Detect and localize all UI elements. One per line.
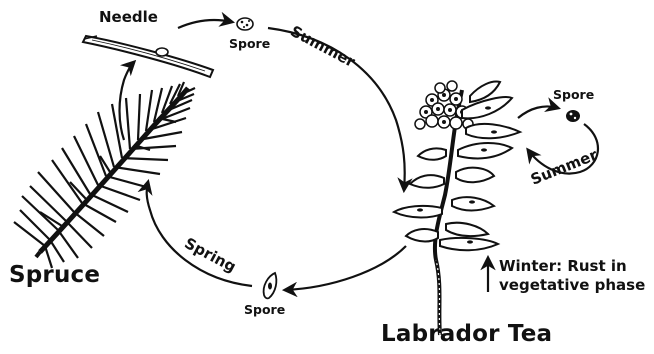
winter-label-line1: Winter: Rust in <box>499 257 645 276</box>
winter-label-line2: vegetative phase <box>499 276 645 295</box>
spore-right-illustration <box>566 110 580 122</box>
spore-bottom-label: Spore <box>244 302 285 317</box>
labrador-tea-illustration <box>394 81 520 335</box>
spore-right-label: Spore <box>553 87 594 102</box>
spore-bottom-illustration <box>264 273 277 298</box>
spruce-label: Spruce <box>9 262 100 288</box>
spore-top-illustration <box>237 18 253 30</box>
needle-label: Needle <box>99 8 158 26</box>
winter-label: Winter: Rust in vegetative phase <box>499 257 645 295</box>
spore-top-label: Spore <box>229 36 270 51</box>
labrador-tea-label: Labrador Tea <box>381 321 552 347</box>
needle-illustration <box>83 36 213 77</box>
spruce-illustration <box>14 82 195 268</box>
